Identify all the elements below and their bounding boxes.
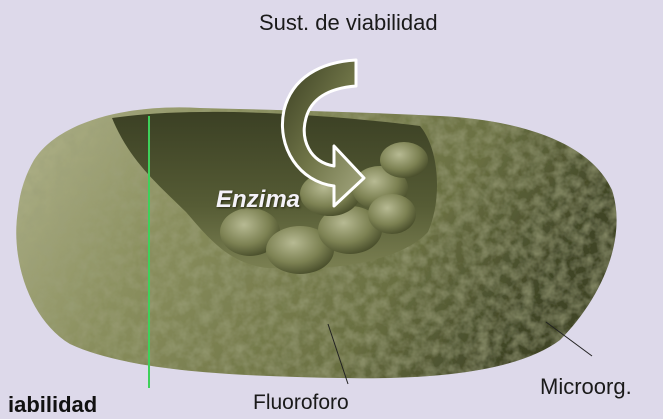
- cut-off-caption: iabilidad: [8, 394, 97, 416]
- fluorophore-label: Fluoroforo: [253, 392, 349, 413]
- microorganism-label: Microorg.: [540, 376, 632, 398]
- viability-substrate-label: Sust. de viabilidad: [259, 12, 438, 34]
- enzyme-label: Enzima: [216, 188, 300, 212]
